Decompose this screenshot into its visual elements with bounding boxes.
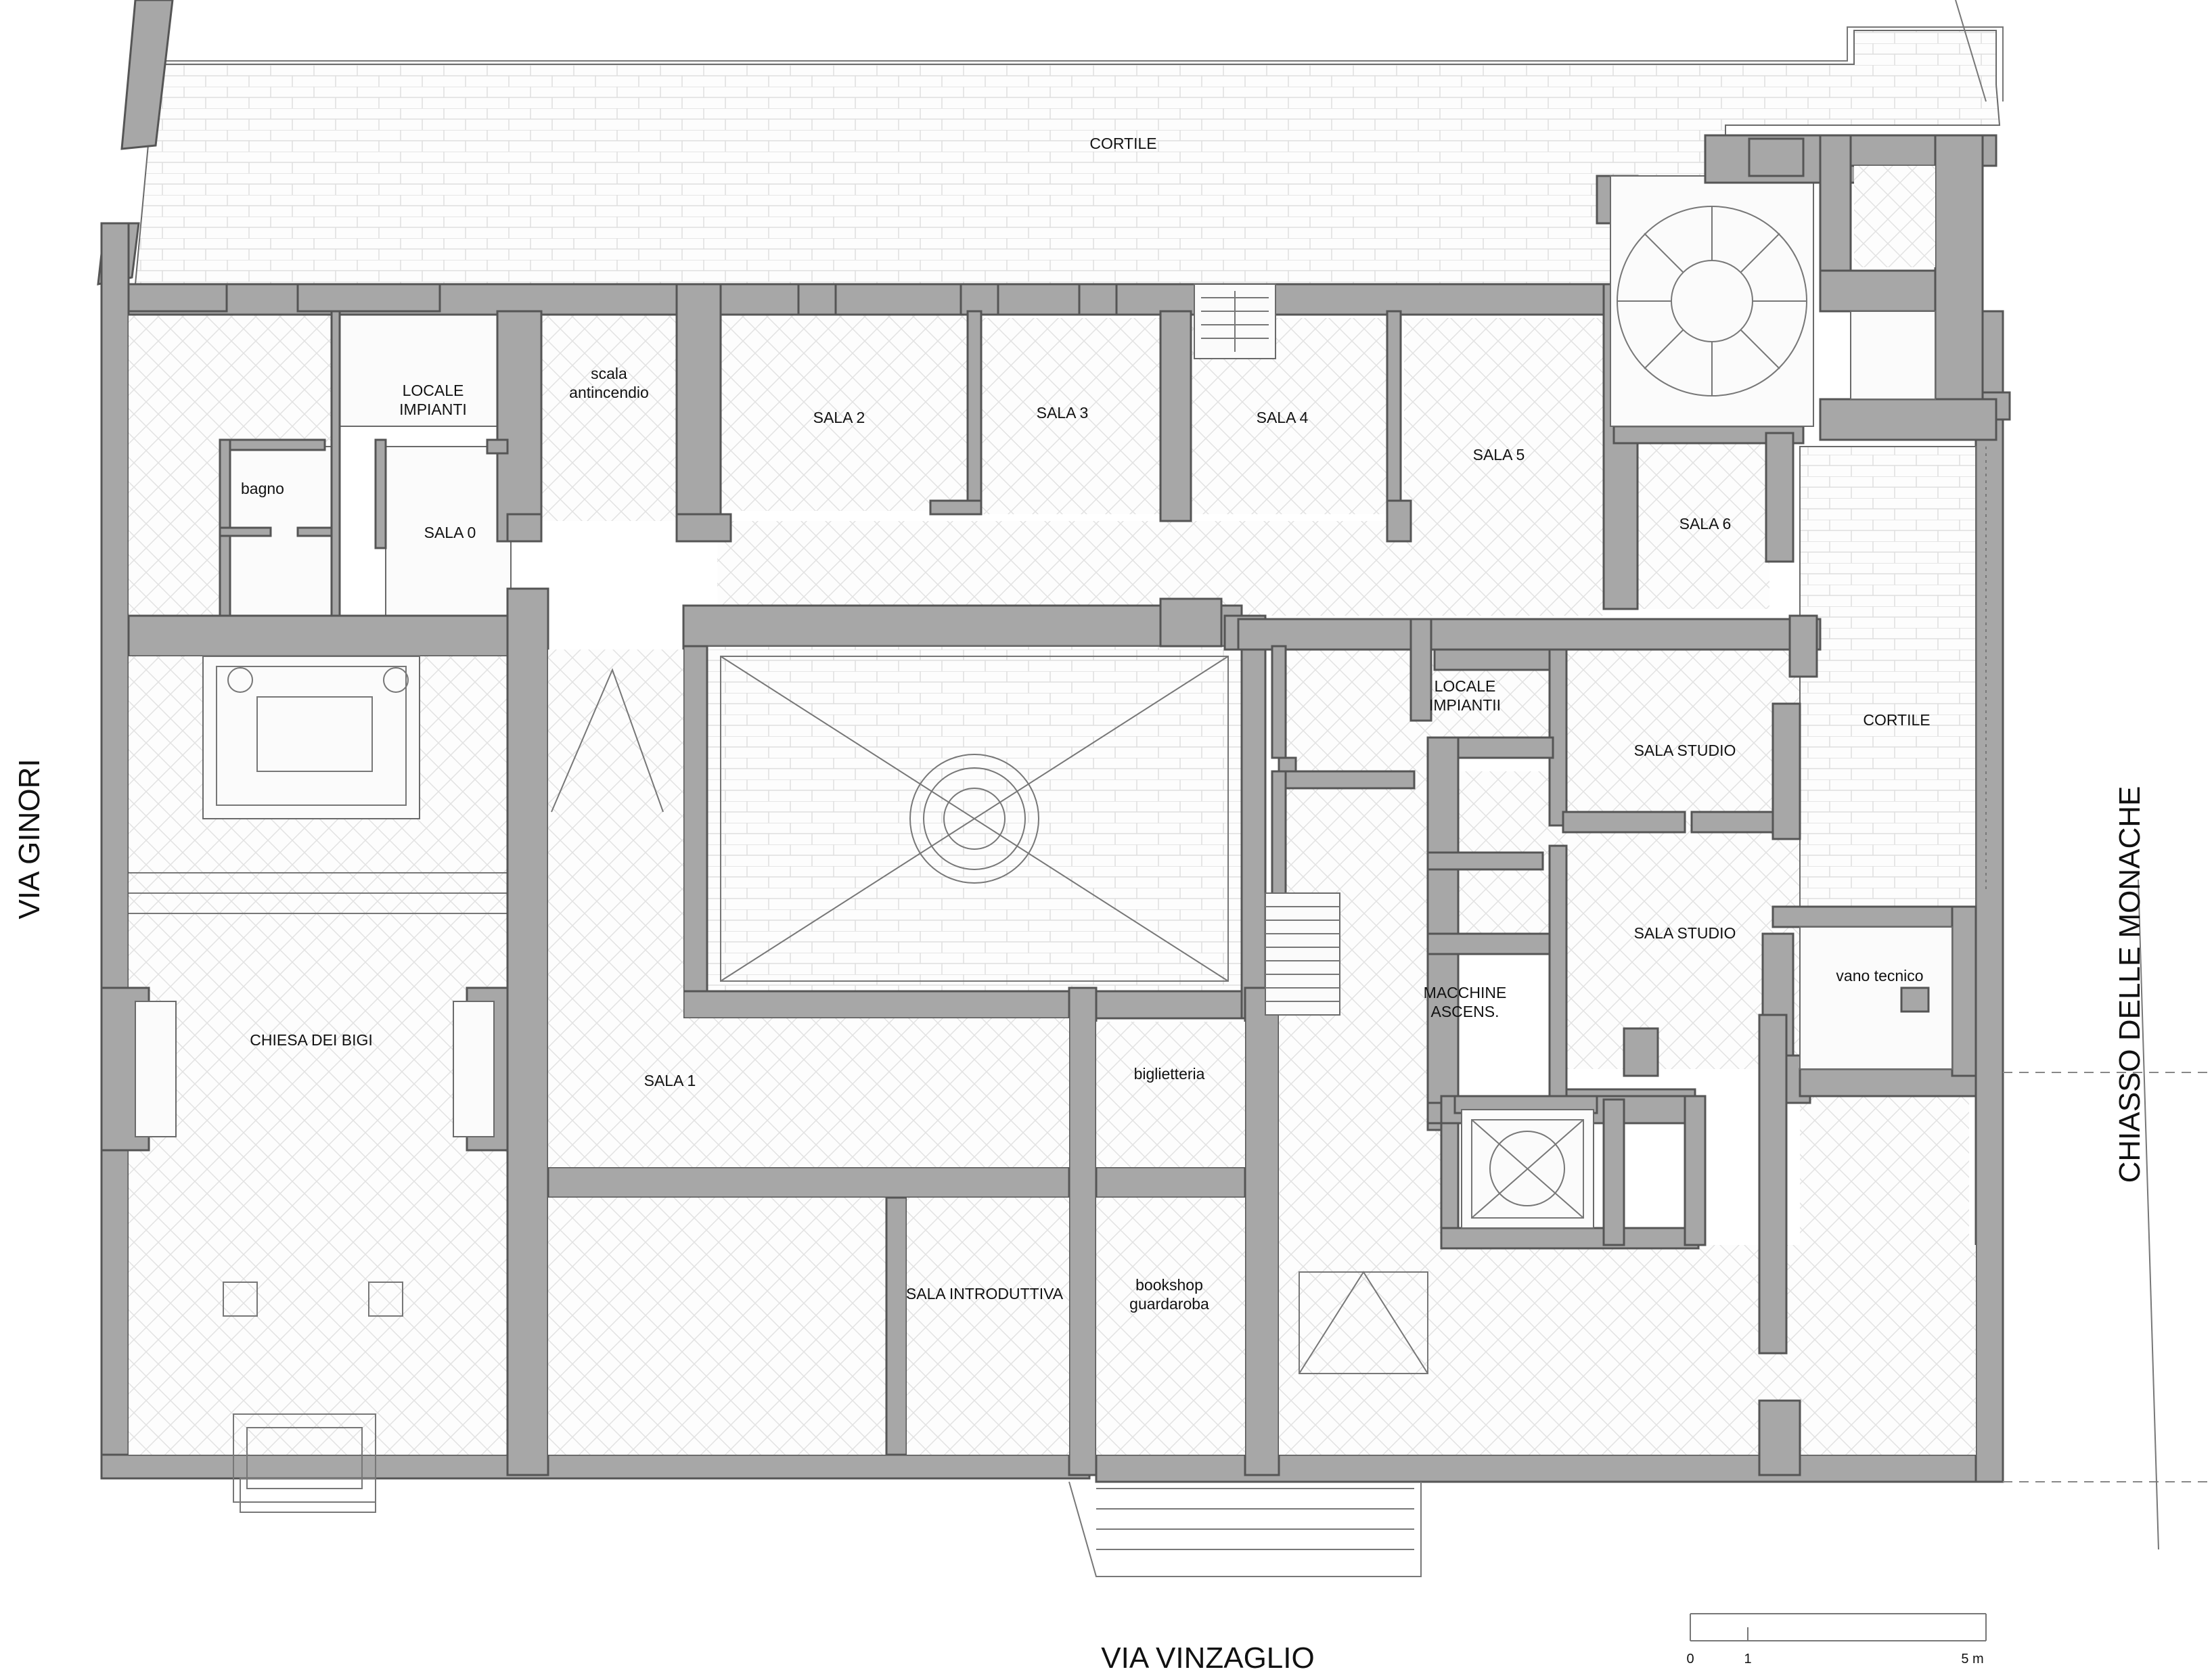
label-sala-studio-1: SALA STUDIO <box>1634 742 1736 759</box>
label-biglietteria: biglietteria <box>1134 1065 1205 1083</box>
label-locale-impianti-1b: IMPIANTI <box>399 401 467 418</box>
label-vano-tecnico: vano tecnico <box>1836 967 1923 984</box>
label-locale-impianti-1a: LOCALE <box>403 382 464 399</box>
east-boundary-line <box>2138 879 2159 1550</box>
label-locale-impianti-2a: LOCALE <box>1435 677 1496 695</box>
label-sala-studio-2: SALA STUDIO <box>1634 924 1736 942</box>
elevator-shaft <box>1453 1095 1598 1229</box>
label-bookshop-a: bookshop <box>1135 1276 1203 1294</box>
ne-spiral-stair <box>1610 134 1997 441</box>
north-west-wall <box>120 0 174 150</box>
street-chiasso-delle-monache: CHIASSO DELLE MONACHE <box>2113 786 2146 1183</box>
east-court-details <box>1799 447 2212 1482</box>
label-locale-impianti-2b: IMPIANTII <box>1429 696 1501 714</box>
scale-tick-1: 1 <box>1744 1652 1751 1666</box>
scale-bar: 0 1 5 m <box>1686 1613 1987 1666</box>
label-sala-0: SALA 0 <box>424 524 476 541</box>
south-rooms <box>548 1022 1245 1456</box>
label-bookshop-b: guardaroba <box>1129 1295 1209 1313</box>
label-bagno: bagno <box>241 480 284 497</box>
label-sala-4: SALA 4 <box>1257 409 1309 426</box>
label-sala-5: SALA 5 <box>1473 446 1525 463</box>
label-scala-b: antincendio <box>569 384 649 401</box>
street-via-vinzaglio: VIA VINZAGLIO <box>1101 1641 1314 1675</box>
scale-tick-0: 0 <box>1686 1652 1694 1666</box>
east-block-walls <box>1237 614 1977 1476</box>
room-labels: CORTILE LOCALE IMPIANTI scala antincendi… <box>241 135 1931 1313</box>
street-labels: VIA GINORI CHIASSO DELLE MONACHE VIA VIN… <box>13 758 2146 1675</box>
label-macchine-b: ASCENS. <box>1431 1003 1499 1020</box>
label-cortile-east: CORTILE <box>1863 711 1930 729</box>
scale-tick-5: 5 m <box>1961 1652 1983 1666</box>
south-entrance <box>240 1478 1422 1577</box>
label-chiesa: CHIESA DEI BIGI <box>250 1031 373 1049</box>
label-sala-introduttiva: SALA INTRODUTTIVA <box>906 1285 1064 1302</box>
label-sala-1: SALA 1 <box>644 1072 696 1089</box>
north-stair <box>1194 284 1276 359</box>
chiesa-dei-bigi <box>100 614 516 1503</box>
central-cloister <box>682 597 1267 1026</box>
central-stair <box>1265 892 1428 1374</box>
street-via-ginori: VIA GINORI <box>13 758 46 919</box>
label-sala-6: SALA 6 <box>1679 515 1732 532</box>
label-scala-a: scala <box>591 365 627 382</box>
sala-1-floor <box>548 650 1069 1167</box>
label-cortile-north: CORTILE <box>1089 135 1156 152</box>
label-macchine-a: MACCHINE <box>1424 984 1507 1001</box>
label-sala-3: SALA 3 <box>1037 404 1089 422</box>
label-sala-2: SALA 2 <box>813 409 865 426</box>
